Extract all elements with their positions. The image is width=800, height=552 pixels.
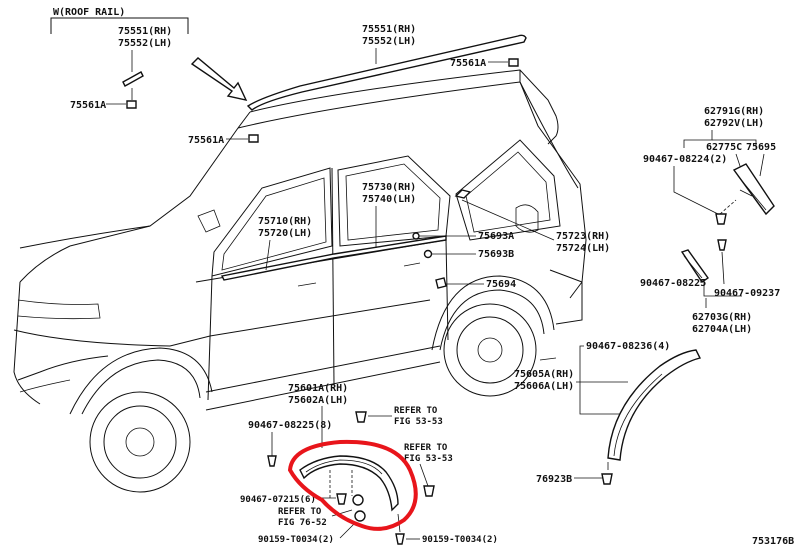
- ref-2-line1: REFER TO: [404, 443, 448, 453]
- ref-2-line2: FIG 53-53: [404, 454, 453, 464]
- rear-fender-clip: [601, 473, 613, 485]
- roof-rail-main: 75551(RH) 75552(LH) 75561A 75561A: [188, 24, 527, 146]
- figure-code: 753176B: [752, 536, 794, 547]
- spoiler-part-lh: 62792V(LH): [704, 118, 764, 129]
- rear-fender-clip-label: 76923B: [536, 474, 572, 485]
- nut-a-label: 90159-T0034(2): [258, 535, 334, 545]
- clip-b-label: 75693B: [478, 249, 514, 260]
- direction-arrow: [190, 57, 248, 101]
- clip-a: [412, 232, 420, 240]
- front-fender-screw-a: [267, 455, 277, 467]
- roof-main-part-rh: 75551(RH): [362, 24, 416, 35]
- quarter-screw-a-label: 90467-08225: [640, 278, 706, 289]
- front-door-part-lh: 75720(LH): [258, 228, 312, 239]
- quarter-bracket: [680, 249, 709, 283]
- emblem-rh: 75723(RH): [556, 231, 610, 242]
- roof-main-part-lh: 75552(LH): [362, 36, 416, 47]
- emblem-lh: 75724(LH): [556, 243, 610, 254]
- clip-b: [423, 249, 433, 259]
- front-fender-screw-b-label: 90467-07215(6): [240, 495, 316, 505]
- roof-rail-clip-label: 75561A: [70, 100, 106, 111]
- roof-main-clip-bottom-label: 75561A: [188, 135, 224, 146]
- front-fender-clip-top: [355, 411, 367, 423]
- ref-3-line2: FIG 76-52: [278, 518, 327, 528]
- ref-1-line2: FIG 53-53: [394, 417, 443, 427]
- front-fender-flare: [299, 455, 399, 512]
- clip-a-label: 75693A: [478, 231, 514, 242]
- roof-rail-clip: [126, 100, 137, 109]
- roof-rail-part-rh: 75551(RH): [118, 26, 172, 37]
- rear-spoiler-inset: 62791G(RH) 62792V(LH) 90467-08224(2) 627…: [643, 106, 776, 225]
- front-door-part-rh: 75710(RH): [258, 216, 312, 227]
- vehicle-outline: [13, 69, 587, 493]
- quarter-part-lh: 62704A(LH): [692, 324, 752, 335]
- front-fender-nut-c: [395, 533, 405, 545]
- roof-rail-strip: [246, 34, 527, 111]
- belt-moulding: [220, 235, 447, 281]
- roof-rail-inset: W(ROOF RAIL) 75551(RH) 75552(LH) 75561A: [50, 7, 189, 111]
- ref-3-line1: REFER TO: [278, 507, 322, 517]
- spoiler-clip-label: 62775C: [706, 142, 742, 153]
- front-fender-clip-right: [423, 485, 435, 497]
- spoiler-part-b-label: 75695: [746, 142, 776, 153]
- front-fender-part-lh: 75602A(LH): [288, 395, 348, 406]
- quarter-inset: 90467-08225 90467-09237 62703G(RH) 62704…: [640, 239, 780, 335]
- plate-label: 75694: [486, 279, 516, 290]
- front-door-callout: 75710(RH) 75720(LH): [258, 216, 312, 271]
- rear-fender-screw-label: 90467-08236(4): [586, 341, 670, 352]
- rear-door-parts: 75693A 75693B 75723(RH) 75724(LH) 75694: [412, 189, 610, 290]
- front-fender-nut-a: [352, 494, 364, 506]
- plate-part: [435, 277, 447, 289]
- rear-fender-inset: 90467-08236(4) 75605A(RH) 75606A(LH) 769…: [514, 341, 702, 485]
- spoiler-screw: [715, 213, 727, 225]
- spoiler-part-rh: 62791G(RH): [704, 106, 764, 117]
- highlight-circle: [287, 439, 418, 531]
- front-fender-nut-b: [354, 510, 366, 522]
- roof-main-clip-top-label: 75561A: [450, 58, 486, 69]
- front-fender-part-rh: 75601A(RH): [288, 383, 348, 394]
- quarter-screw-top: [717, 239, 727, 251]
- roof-rail-title: W(ROOF RAIL): [53, 7, 125, 18]
- front-fender-screw-b: [336, 493, 347, 505]
- emblem-part: [454, 189, 472, 199]
- rear-fender-part-lh: 75606A(LH): [514, 381, 574, 392]
- quarter-part-rh: 62703G(RH): [692, 312, 752, 323]
- rear-fender-part-rh: 75605A(RH): [514, 369, 574, 380]
- ref-1-line1: REFER TO: [394, 406, 438, 416]
- roof-rail-end-cap: [122, 71, 144, 87]
- roof-rail-part-lh: 75552(LH): [118, 38, 172, 49]
- rear-door-callout: 75730(RH) 75740(LH): [362, 182, 416, 248]
- spoiler-screw-label: 90467-08224(2): [643, 154, 727, 165]
- rear-fender-flare: [607, 349, 702, 461]
- rear-door-part-rh: 75730(RH): [362, 182, 416, 193]
- roof-main-clip-top: [508, 58, 519, 67]
- front-fender-group: 75601A(RH) 75602A(LH) 90467-08225(8) REF…: [240, 383, 498, 545]
- quarter-screw-b-label: 90467-09237: [714, 288, 780, 299]
- front-fender-screw-a-label: 90467-08225(8): [248, 420, 332, 431]
- rear-door-part-lh: 75740(LH): [362, 194, 416, 205]
- nut-b-label: 90159-T0034(2): [422, 535, 498, 545]
- roof-main-clip-bottom: [248, 134, 259, 143]
- spoiler-garnish: [732, 163, 775, 216]
